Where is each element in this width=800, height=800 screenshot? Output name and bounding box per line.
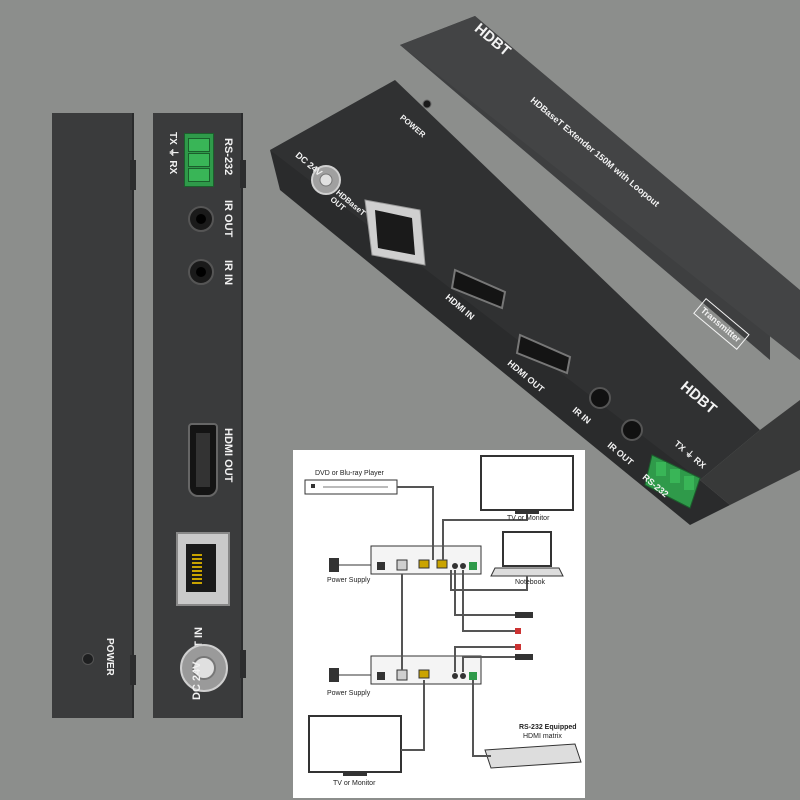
cable-extender-tv (442, 514, 528, 560)
ir-out-label: IR OUT (222, 200, 234, 238)
device-hdmi-in (450, 268, 507, 310)
connector-panel-ridge-bottom (240, 650, 246, 678)
hdmi-out-label: HDMI OUT (222, 428, 234, 483)
hdmi-out-pins (196, 433, 210, 487)
ir-in-label: IR IN (222, 260, 234, 286)
power-supply-bottom-label: Power Supply (327, 690, 371, 697)
ir-device-2 (515, 628, 521, 634)
connector-panel-ridge-top (240, 160, 246, 188)
rs232-terminal-block[interactable] (184, 133, 214, 187)
rj45-pins (192, 552, 202, 584)
terminal-screw (188, 138, 210, 152)
hdmi-matrix (484, 743, 582, 769)
side-panel-left-ridge-bottom (130, 655, 136, 685)
dc-jack-inner (192, 656, 216, 680)
connection-diagram: DVD or Blu-ray Player TV or Monitor Note… (293, 450, 585, 798)
device-ir-in (589, 387, 611, 409)
ir-out-hole (196, 214, 206, 224)
device-right-face (700, 400, 800, 505)
power-led (82, 653, 94, 665)
cable-ir-3 (454, 646, 515, 672)
cable-ir-2 (462, 570, 515, 632)
rs232-pins-label: TX ⏚ RX (167, 132, 178, 175)
tv-bottom (308, 715, 402, 773)
ir-device-3 (515, 644, 521, 650)
side-panel-left (52, 113, 132, 718)
device-front-face (270, 80, 760, 500)
ir-in-jack[interactable] (188, 259, 214, 285)
diagram-svg (304, 455, 582, 776)
notebook (502, 531, 552, 567)
ir-device-4 (515, 654, 533, 660)
cable-ir-1 (454, 570, 515, 616)
terminal-screw (188, 168, 210, 182)
device-ir-out (621, 419, 643, 441)
ir-out-jack[interactable] (188, 206, 214, 232)
side-panel-left-ridge (130, 160, 136, 190)
notebook-label: Notebook (515, 579, 545, 586)
terminal-screw (188, 153, 210, 167)
device-top-face-upper (400, 16, 800, 360)
ir-device-1 (515, 612, 533, 618)
ir-in-hole (196, 267, 206, 277)
dvd-label: DVD or Blu-ray Player (315, 470, 384, 477)
tv-bottom-label: TV or Monitor (333, 780, 376, 787)
cable-dvd-extender (397, 486, 434, 560)
cable-hdmi-tv-bottom (401, 680, 425, 751)
tv-top (480, 455, 574, 511)
device-power-led (422, 99, 432, 109)
dc-power-jack[interactable] (180, 644, 228, 692)
power-supply-top-label: Power Supply (327, 577, 371, 584)
cable-rs232-matrix (472, 680, 491, 757)
power-label: POWER (104, 638, 115, 676)
cable-ir-4 (462, 656, 515, 672)
device-render (270, 16, 800, 525)
power-supply-bottom (329, 668, 339, 682)
rs232-matrix-label-2: HDMI matrix (523, 733, 562, 740)
cable-notebook (450, 570, 528, 591)
dc-label: DC 24V (191, 661, 203, 700)
hdbaset-in-port[interactable] (176, 532, 230, 606)
hdmi-out-port[interactable] (188, 423, 218, 497)
power-supply-top (329, 558, 339, 572)
device-hdmi-out (515, 333, 572, 375)
rs232-matrix-label-1: RS-232 Equipped (519, 724, 577, 731)
tv-top-label: TV or Monitor (507, 515, 550, 522)
rs232-label: RS-232 (222, 138, 234, 176)
